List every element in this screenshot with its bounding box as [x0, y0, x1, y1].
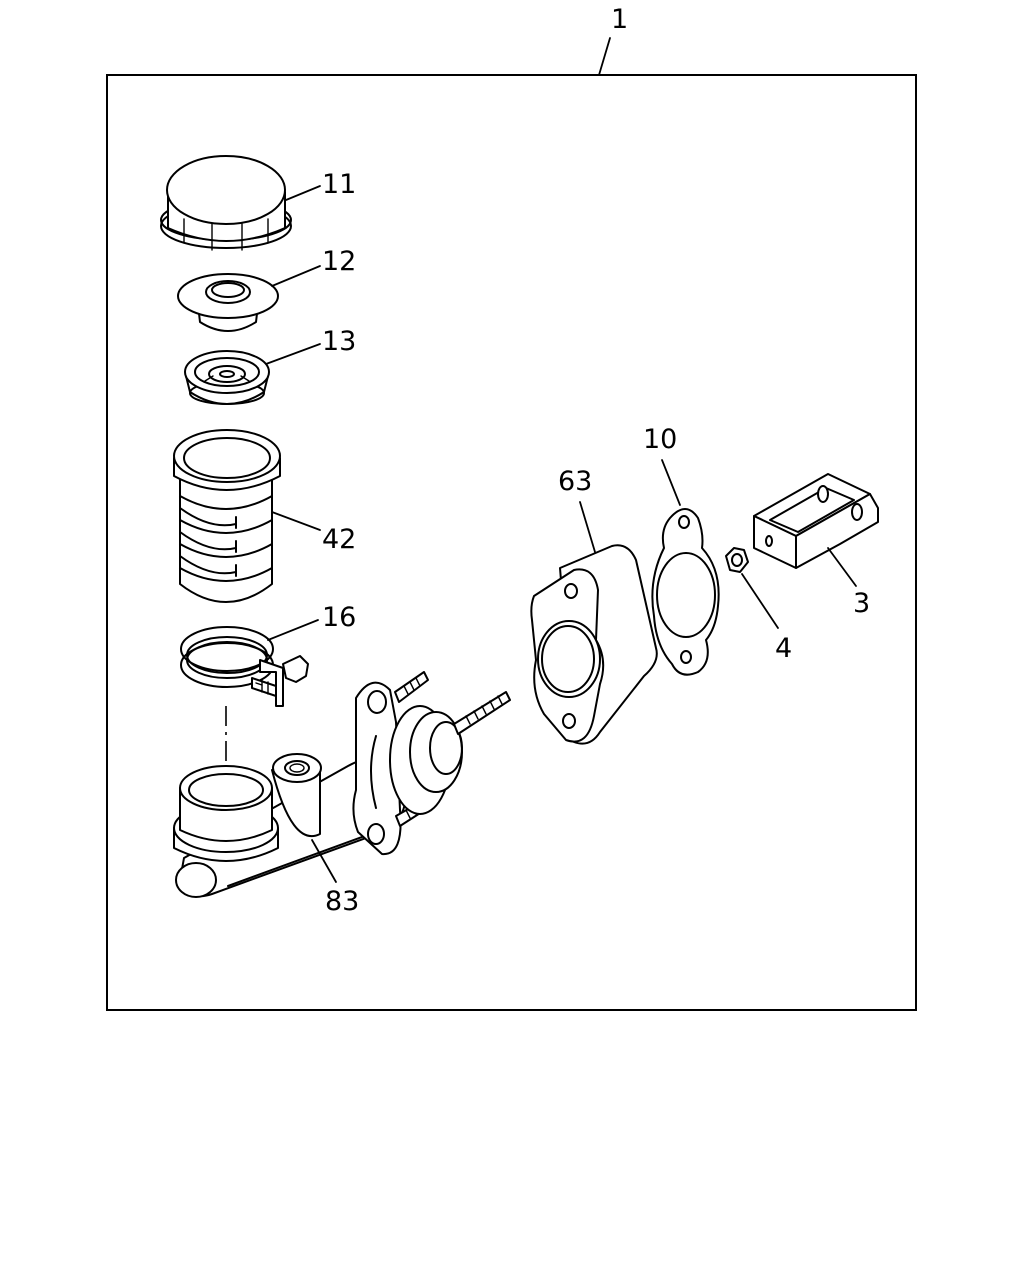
leader-line-16	[267, 619, 319, 641]
leader-line-13	[265, 343, 321, 365]
callout-10: 10	[643, 424, 677, 455]
clevis-3	[753, 473, 879, 569]
cap-seal-12	[177, 273, 279, 332]
leader-line-63	[579, 501, 596, 553]
assembly-frame	[106, 74, 917, 1011]
leader-line-12	[271, 265, 321, 287]
leader-line-1	[598, 37, 611, 76]
spacer-block-63	[530, 544, 658, 745]
callout-83: 83	[325, 886, 359, 917]
master-cylinder-83	[173, 671, 511, 898]
gasket-10	[651, 508, 720, 676]
callout-63: 63	[558, 466, 592, 497]
leader-line-42	[271, 511, 321, 531]
reservoir-strainer-42	[173, 429, 281, 603]
callout-3: 3	[853, 588, 870, 619]
callout-42: 42	[322, 524, 356, 555]
cap-filter-13	[184, 350, 270, 405]
nut-4	[725, 547, 749, 573]
callout-1: 1	[611, 4, 628, 35]
leader-line-11	[285, 185, 321, 201]
callout-11: 11	[322, 169, 356, 200]
reservoir-cap-11	[160, 155, 292, 251]
leader-line-10	[661, 459, 681, 506]
callout-4: 4	[775, 633, 792, 664]
leader-line-83	[311, 839, 337, 883]
callout-16: 16	[322, 602, 356, 633]
leader-line-4	[741, 573, 779, 629]
leader-line-3	[827, 547, 857, 587]
callout-13: 13	[322, 326, 356, 357]
hose-clamp-16	[180, 626, 309, 707]
callout-12: 12	[322, 246, 356, 277]
